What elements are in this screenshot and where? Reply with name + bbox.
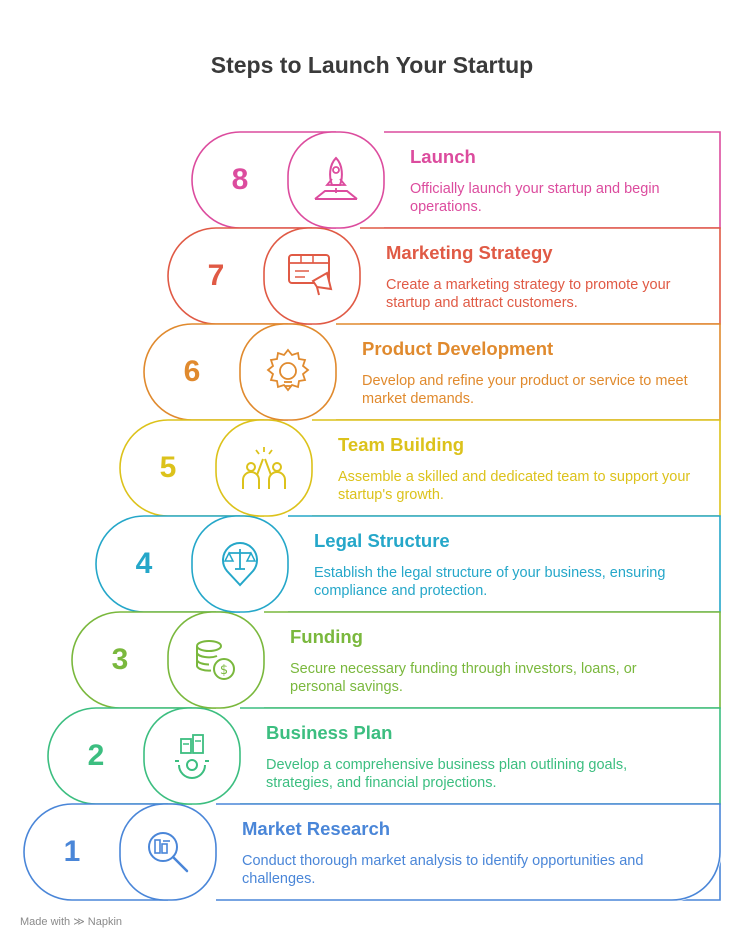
high-five-team-icon — [242, 447, 286, 489]
step-7-shape — [167, 227, 721, 325]
step-5-title: Team Building — [338, 434, 465, 455]
step-6-number: 6 — [183, 355, 201, 388]
step-6-title: Product Development — [362, 338, 554, 359]
page-title: Steps to Launch Your Startup — [210, 52, 534, 78]
step-3-icon-holder — [167, 611, 265, 709]
step-7-icon-holder — [263, 227, 361, 325]
step-3-title: Funding — [290, 626, 363, 647]
step-1-description: Conduct thorough market analysis to iden… — [242, 853, 644, 887]
step-1-corner — [671, 851, 721, 901]
step-4-shape — [95, 515, 721, 613]
step-6-description: Develop and refine your product or servi… — [362, 373, 688, 407]
step-7-description: Create a marketing strategy to promote y… — [386, 277, 671, 311]
svg-text:$: $ — [220, 663, 228, 678]
step-4-description: Establish the legal structure of your bu… — [314, 565, 666, 599]
step-8-icon-holder — [287, 131, 385, 229]
step-3-shape: $ — [71, 611, 721, 709]
step-8-title: Launch — [410, 146, 476, 167]
gear-lightbulb-icon — [266, 348, 310, 392]
rocket-launch-icon — [314, 156, 358, 200]
step-2-number: 2 — [87, 739, 105, 772]
step-8-shape — [191, 131, 721, 229]
footer: Made with ≫ Napkin — [20, 915, 122, 928]
step-4-number: 4 — [135, 547, 153, 580]
step-1-title: Market Research — [242, 818, 391, 839]
magnifier-chart-icon — [148, 832, 189, 873]
step-5-number: 5 — [159, 451, 177, 484]
step-5-description: Assemble a skilled and dedicated team to… — [338, 469, 691, 503]
step-2-icon-holder — [143, 707, 241, 805]
step-1-number: 1 — [63, 835, 81, 868]
business-plan-gear-icon — [175, 734, 209, 779]
step-7-number: 7 — [207, 259, 225, 292]
step-7-title: Marketing Strategy — [386, 242, 553, 263]
step-3-number: 3 — [111, 643, 129, 676]
step-2-shape — [47, 707, 721, 805]
step-5-icon-holder — [215, 419, 313, 517]
step-2-title: Business Plan — [266, 722, 393, 743]
step-1-icon-holder — [119, 803, 217, 901]
step-2-description: Develop a comprehensive business plan ou… — [266, 757, 628, 791]
step-4-title: Legal Structure — [314, 530, 450, 551]
napkin-logo-icon: ≫ — [73, 916, 85, 928]
megaphone-billboard-icon — [288, 254, 333, 296]
coins-dollar-icon: $ — [196, 640, 235, 680]
made-with-label: Made with — [20, 916, 71, 928]
step-6-shape — [143, 323, 721, 421]
step-6-icon-holder — [239, 323, 337, 421]
step-8-number: 8 — [231, 163, 249, 196]
step-5-shape — [119, 419, 721, 517]
brand-label: Napkin — [87, 916, 123, 928]
step-3-description: Secure necessary funding through investo… — [290, 661, 637, 695]
step-8-description: Officially launch your startup and begin… — [410, 181, 660, 215]
step-1-shape — [23, 803, 722, 902]
scales-pin-icon — [222, 542, 258, 587]
